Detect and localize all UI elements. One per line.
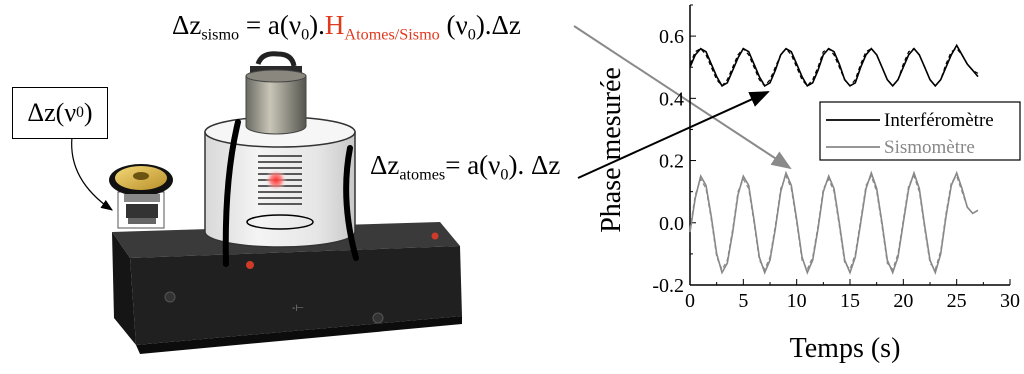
vacuum-chamber: [204, 116, 359, 267]
y-axis-label: Phase mesurée: [596, 67, 627, 233]
series-line: [689, 170, 979, 275]
y-tick-label: 0.0: [659, 213, 684, 235]
atom-cloud: [265, 169, 287, 191]
y-tick-label: 0.2: [659, 151, 684, 173]
legend-label: Interféromètre: [884, 110, 994, 131]
arrow-sismo-to-chart: [573, 25, 792, 170]
y-tick-label: -0.2: [652, 275, 684, 297]
x-tick-label: 15: [840, 290, 860, 312]
x-tick-label: 0: [685, 290, 695, 312]
y-tick-label: 0.6: [659, 26, 684, 48]
legend-label: Sismomètre: [884, 137, 975, 158]
legend-box: [819, 101, 1021, 161]
equation-sismo: Δzsismo = a(ν0).HAtomes/Sismo (ν0).Δz: [172, 10, 521, 44]
isolation-platform: -⊢: [112, 222, 462, 354]
series-line: [689, 47, 979, 87]
weight-mass: [245, 51, 307, 135]
equation-atomes: Δzatomes= a(ν0). Δz: [370, 150, 561, 184]
svg-text:-⊢: -⊢: [292, 303, 304, 314]
callout-curve: [71, 136, 113, 211]
x-tick-label: 10: [787, 290, 807, 312]
series-line: [689, 174, 979, 271]
x-axis-label: Temps (s): [790, 333, 901, 364]
x-tick-label: 5: [738, 290, 748, 312]
arrow-atomes-to-chart: [577, 91, 770, 179]
y-tick-label: 0.4: [659, 88, 684, 110]
x-tick-label: 30: [1000, 290, 1020, 312]
x-tick-label: 20: [893, 290, 913, 312]
x-tick-label: 25: [947, 290, 967, 312]
loudspeaker: [109, 164, 173, 229]
